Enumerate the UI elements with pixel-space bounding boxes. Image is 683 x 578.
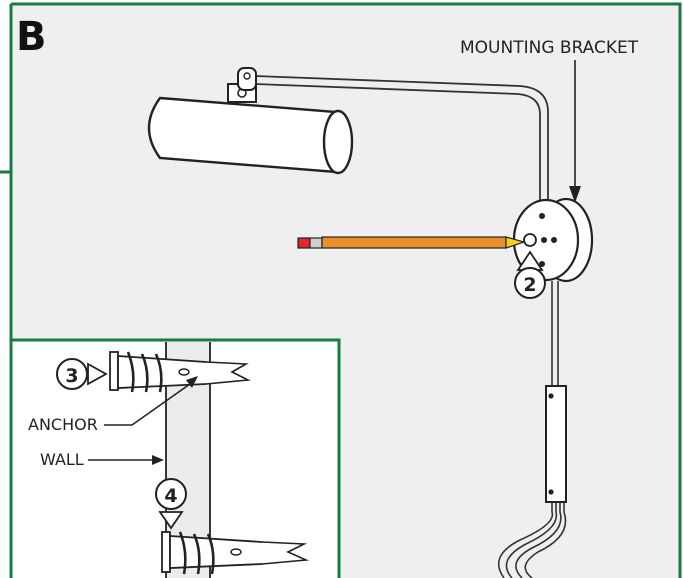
power-cord [497,281,567,578]
left-margin [0,0,11,578]
lamp-arm [254,75,549,200]
cord-switch [545,385,567,503]
anchor-leader [104,383,191,426]
anchor-bottom [161,531,310,575]
step-3-marker: 3 [56,358,108,390]
mounting-bracket-arrowhead [569,186,581,203]
anchor-label: ANCHOR [28,415,98,434]
step-3-number: 3 [65,365,78,387]
mounting-bracket-label: MOUNTING BRACKET [460,38,639,58]
step-2-number: 2 [523,274,536,296]
wall-arrowhead [152,455,164,465]
step-4-marker: 4 [155,478,187,530]
step-2-marker: 2 [514,250,546,299]
pencil [297,236,527,249]
wall-label: WALL [40,450,84,469]
lamp-shade [147,67,354,175]
step-4-number: 4 [164,485,177,507]
panel-letter: B [16,14,47,60]
anchor-arrowhead [186,376,198,388]
